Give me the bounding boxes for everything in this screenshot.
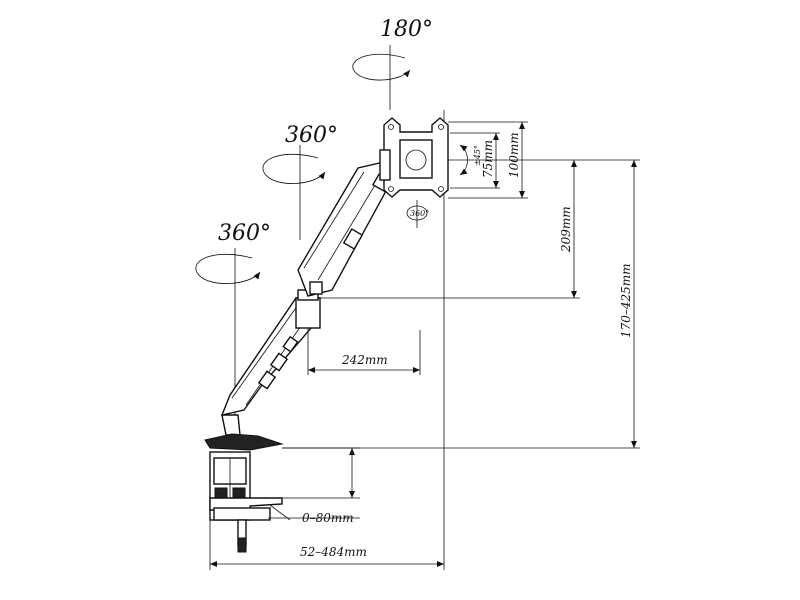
dimension-label-height-range: 170–425mm xyxy=(619,263,633,338)
rotation-indicator-lower: 360° xyxy=(195,221,271,420)
rotation-label-lower: 360° xyxy=(218,221,271,246)
dimension-label-vesa-small: 75mm xyxy=(481,140,495,178)
rotation-label-head: 360° xyxy=(410,209,429,218)
rotation-indicator-head: 360° xyxy=(406,200,429,228)
dimension-clamp-thickness: 0–80mm xyxy=(268,447,360,525)
dimension-label-vesa-large: 100mm xyxy=(507,132,521,178)
dimension-label-clamp-thickness: 0–80mm xyxy=(302,511,354,525)
rotation-indicator-top: 180° xyxy=(352,17,433,110)
dimension-reach: 242mm xyxy=(307,328,421,375)
upper-arm xyxy=(297,161,393,297)
rotation-label-top: 180° xyxy=(380,17,433,42)
dimension-height-range: 170–425mm xyxy=(282,160,640,449)
dimension-vesa: 75mm 100mm xyxy=(448,121,528,199)
desk-clamp xyxy=(204,414,284,553)
tilt-label: ±45° xyxy=(473,145,482,166)
dimension-label-reach: 242mm xyxy=(341,353,388,367)
dimension-label-total-extension: 52–484mm xyxy=(300,545,367,559)
rotation-label-upper: 360° xyxy=(285,123,338,148)
dimension-label-vertical-arm: 209mm xyxy=(559,206,573,253)
rotation-indicator-upper: 360° xyxy=(262,123,338,240)
vesa-head xyxy=(379,117,449,198)
dimension-total-extension: 52–484mm xyxy=(209,520,444,570)
dimension-vertical-arm: 209mm xyxy=(320,159,640,299)
